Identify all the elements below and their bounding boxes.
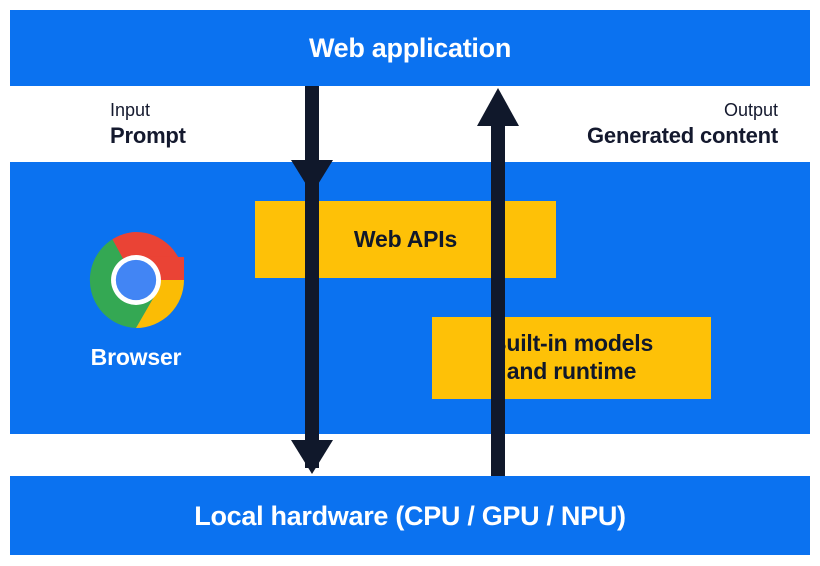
box-builtin-models-label-line1: Built-in models (489, 330, 654, 357)
band-web-application-label: Web application (308, 33, 512, 63)
box-builtin-models-label: Built-in models and runtime (490, 330, 653, 385)
annotation-input-value: Prompt (110, 122, 186, 148)
annotation-output-value: Generated content (587, 122, 778, 148)
band-local-hardware: Local hardware (CPU / GPU / NPU) (10, 476, 810, 555)
box-builtin-models: Built-in models and runtime (432, 317, 711, 399)
annotation-output-kind: Output (723, 100, 778, 120)
browser-logo-group: Browser (70, 232, 202, 371)
box-web-apis-label: Web APIs (353, 225, 458, 252)
annotation-output: Output Generated content (587, 99, 778, 149)
annotation-input: Input Prompt (110, 99, 186, 149)
band-browser-label: Browser (90, 344, 182, 370)
chrome-logo-icon (89, 232, 184, 328)
box-builtin-models-label-line2: and runtime (506, 358, 637, 384)
band-web-application: Web application (10, 10, 810, 86)
box-web-apis: Web APIs (255, 201, 556, 278)
band-local-hardware-label: Local hardware (CPU / GPU / NPU) (194, 501, 626, 531)
annotation-input-kind: Input (110, 100, 151, 120)
